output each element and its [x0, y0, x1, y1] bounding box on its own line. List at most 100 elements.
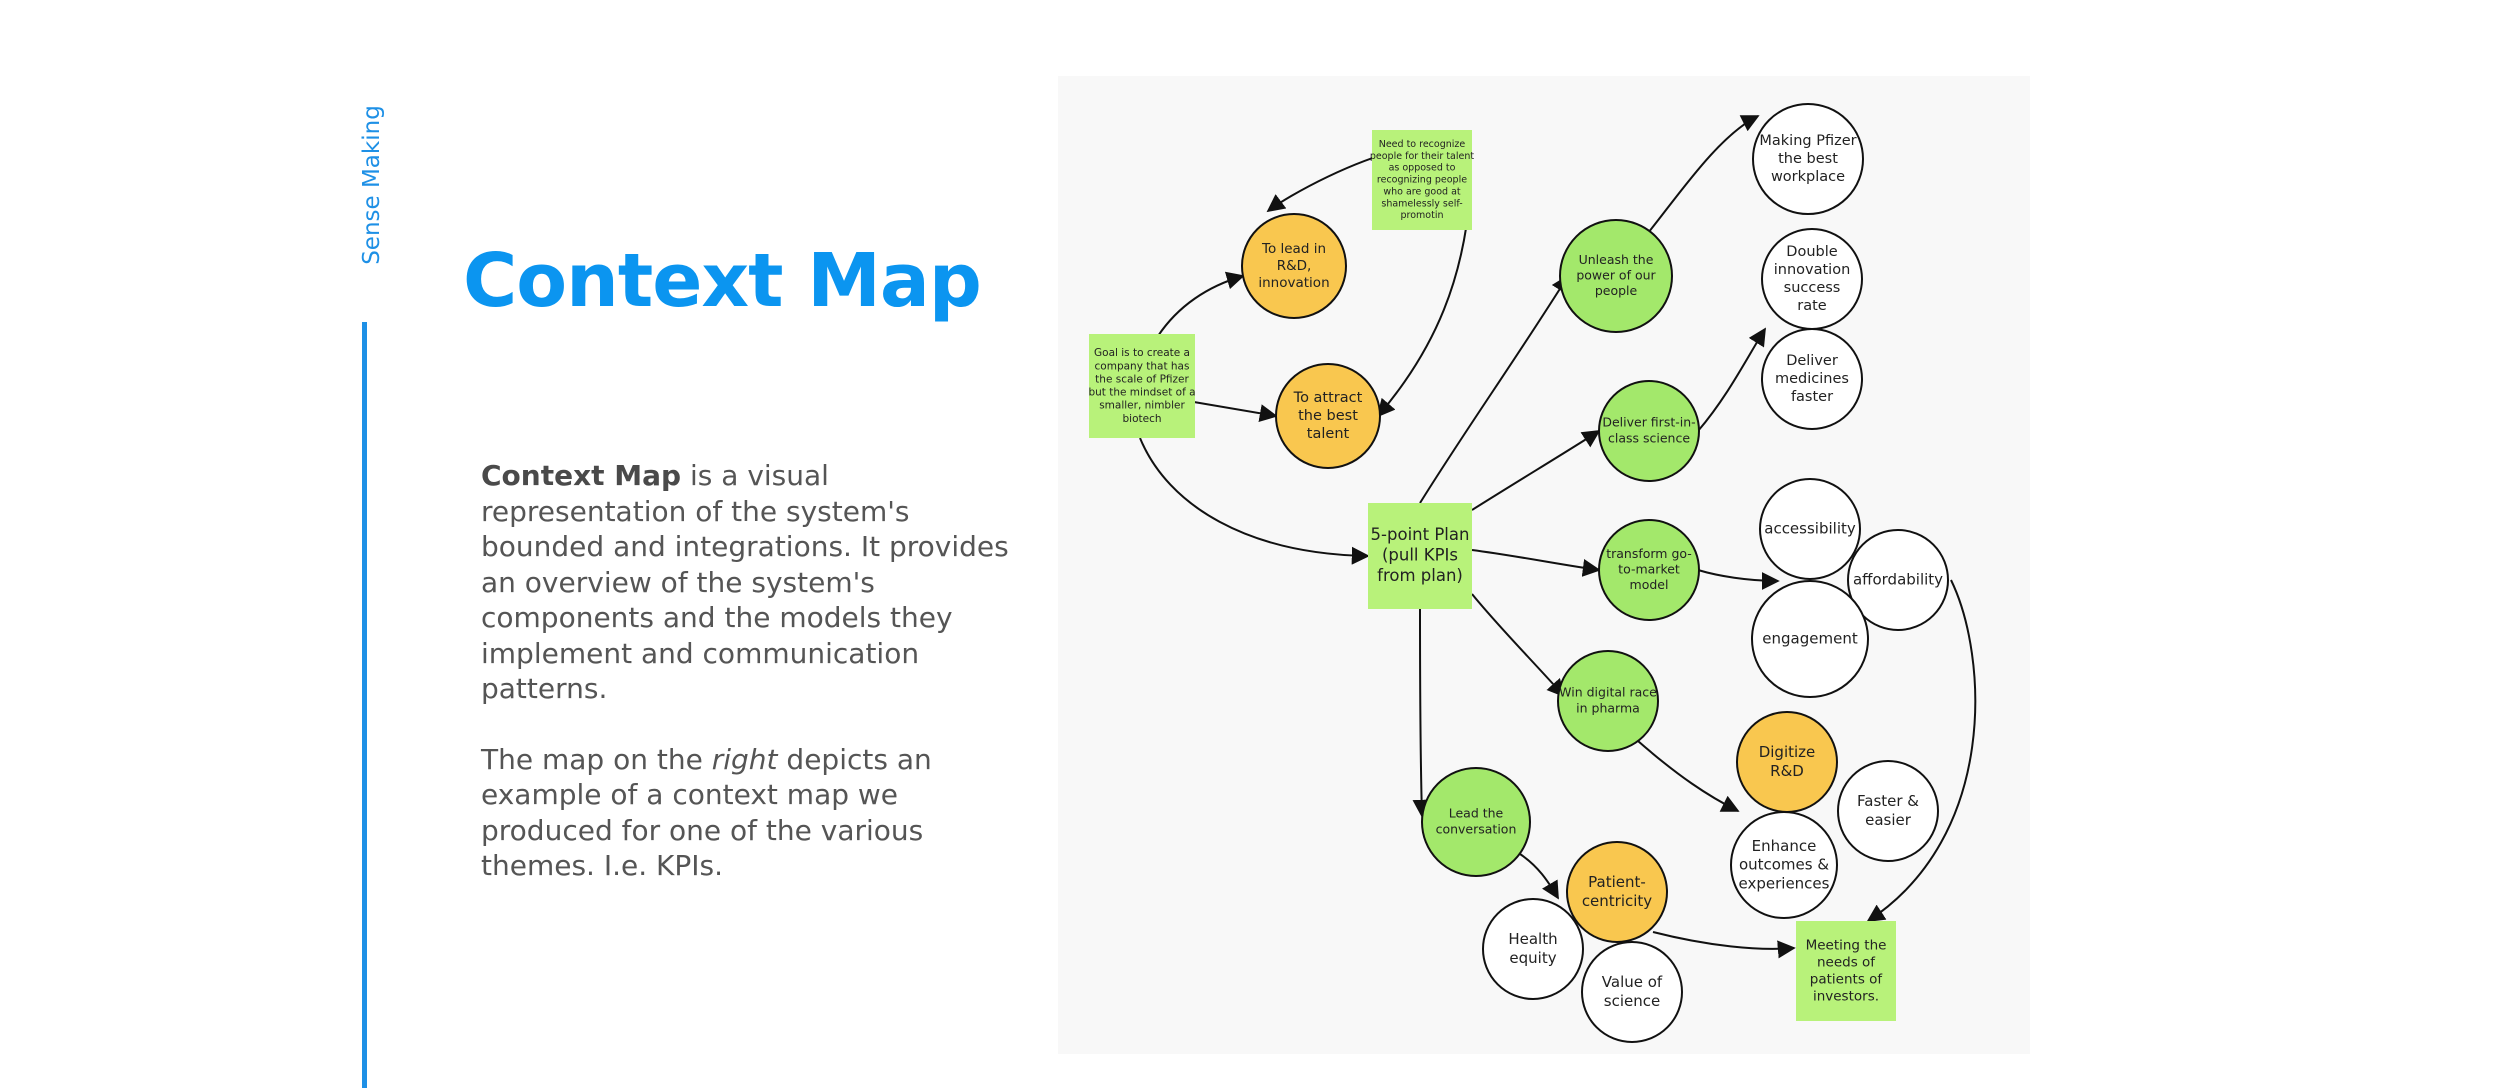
double-innovation-label-line: rate: [1797, 298, 1827, 314]
edge-digital-race-to-enhance-outcomes: [1637, 740, 1740, 812]
edge-five-point-plan-to-digital-race: [1471, 593, 1566, 698]
best-workplace-label-line: the best: [1778, 151, 1838, 167]
digitize-rd-label-line: Digitize: [1759, 743, 1816, 761]
edge-five-point-plan-to-first-in-class: [1471, 430, 1601, 511]
meeting-needs-label-line: Meeting the: [1806, 938, 1887, 954]
affordability-circle: [1847, 529, 1949, 631]
edge-unleash-power-to-best-workplace: [1647, 115, 1760, 234]
five-point-plan-label-line: from plan): [1377, 566, 1463, 585]
note-goal-label-line: biotech: [1122, 413, 1161, 425]
value-science-circle: [1581, 941, 1683, 1043]
edge-note-goal-to-lead-rd: [1157, 271, 1245, 337]
edge-lead-conversation-to-patient-centricity: [1519, 853, 1559, 900]
node-engagement: engagement: [1751, 580, 1869, 698]
meeting-needs-sticky-note: [1796, 921, 1896, 1021]
meeting-needs-label-line: needs of: [1817, 955, 1876, 971]
deliver-medicines-circle: [1761, 328, 1863, 430]
deliver-medicines-label-line: Deliver: [1786, 353, 1838, 369]
description-text-2b: depicts an example of a context map we p…: [481, 742, 932, 883]
transform-gtm-label-line: transform go-: [1606, 546, 1692, 561]
value-science-label-line: science: [1604, 992, 1660, 1010]
description-text-1: is a visual representation of the system…: [481, 459, 1009, 705]
first-in-class-label-line: Deliver first-in-: [1602, 415, 1695, 430]
transform-gtm-circle: [1598, 519, 1700, 621]
faster-easier-label-line: Faster &: [1857, 792, 1919, 810]
lead-rd-label-line: To lead in: [1261, 241, 1326, 257]
engagement-label-line: engagement: [1762, 630, 1858, 648]
faster-easier-circle: [1837, 760, 1939, 862]
health-equity-circle: [1482, 898, 1584, 1000]
description-term: Context Map: [481, 459, 682, 492]
patient-centricity-label-line: centricity: [1582, 892, 1652, 910]
health-equity-label-line: equity: [1509, 949, 1556, 967]
page-title: Context Map: [463, 238, 982, 324]
digital-race-label-line: Win digital race: [1559, 685, 1657, 700]
note-recognize-sticky-note: [1372, 130, 1472, 230]
note-goal-label-line: Goal is to create a: [1094, 347, 1190, 359]
enhance-outcomes-label-line: outcomes &: [1739, 856, 1829, 874]
section-divider-line: [362, 322, 367, 1088]
enhance-outcomes-label-line: experiences: [1739, 874, 1830, 892]
edge-five-point-plan-to-unleash-power: [1419, 274, 1569, 504]
enhance-outcomes-label-line: Enhance: [1752, 837, 1817, 855]
edge-first-in-class-to-double-innovation: [1697, 327, 1766, 432]
node-lead-rd: To lead inR&D,innovation: [1241, 213, 1347, 319]
patient-centricity-label-line: Patient-: [1588, 873, 1646, 891]
section-label: Sense Making: [359, 105, 385, 265]
edge-five-point-plan-to-transform-gtm: [1471, 549, 1601, 577]
accessibility-circle: [1759, 478, 1861, 580]
unleash-power-circle: [1559, 219, 1673, 333]
note-goal-label-line: but the mindset of a: [1088, 387, 1195, 399]
double-innovation-label-line: Double: [1786, 244, 1837, 260]
note-recognize-label-line: Need to recognize: [1379, 139, 1466, 150]
meeting-needs-label-line: investors.: [1813, 988, 1879, 1004]
edges-layer: [1139, 115, 1977, 959]
lead-rd-label-line: R&D,: [1277, 258, 1312, 274]
description-paragraph-1: Context Map is a visual representation o…: [481, 458, 1021, 707]
double-innovation-label-line: innovation: [1774, 262, 1851, 278]
best-workplace-label-line: workplace: [1771, 169, 1845, 185]
note-recognize-label-line: people for their talent: [1370, 151, 1475, 162]
patient-centricity-circle: [1566, 841, 1668, 943]
attract-talent-label-line: To attract: [1293, 390, 1363, 406]
five-point-plan-label-line: (pull KPIs: [1382, 546, 1458, 565]
lead-conversation-circle: [1421, 767, 1531, 877]
five-point-plan-sticky-note: [1368, 503, 1472, 609]
attract-talent-label-line: the best: [1298, 408, 1358, 424]
description: Context Map is a visual representation o…: [481, 458, 1021, 919]
description-text-2a: The map on the: [481, 742, 712, 776]
first-in-class-label-line: class science: [1608, 430, 1690, 445]
note-recognize-label-line: promotin: [1401, 210, 1444, 221]
node-double-innovation: Double innovation success rate: [1761, 228, 1863, 330]
attract-talent-circle: [1275, 363, 1381, 469]
meeting-needs-label-line: patients of: [1810, 971, 1884, 987]
note-recognize-label-line: recognizing people: [1377, 175, 1467, 186]
health-equity-label-line: Health: [1508, 930, 1557, 948]
note-goal-label-line: company that has: [1095, 360, 1190, 372]
unleash-power-label-line: people: [1595, 283, 1638, 298]
double-innovation-label-line: success: [1784, 280, 1841, 296]
lead-rd-circle: [1241, 213, 1347, 319]
node-accessibility: accessibility: [1759, 478, 1861, 580]
faster-easier-label-line: easier: [1865, 811, 1912, 829]
edge-note-goal-to-attract-talent: [1187, 400, 1278, 423]
digital-race-label-line: in pharma: [1576, 700, 1640, 715]
unleash-power-label-line: Unleash the: [1579, 252, 1654, 267]
section-label-container: Sense Making: [352, 100, 392, 270]
node-patient-centricity: Patient-centricity: [1566, 841, 1668, 943]
edge-affordability-to-meeting-needs: [1866, 579, 1977, 922]
note-recognize-label-line: shamelessly self-: [1381, 198, 1462, 209]
node-first-in-class: Deliver first-in-class science: [1598, 380, 1700, 482]
